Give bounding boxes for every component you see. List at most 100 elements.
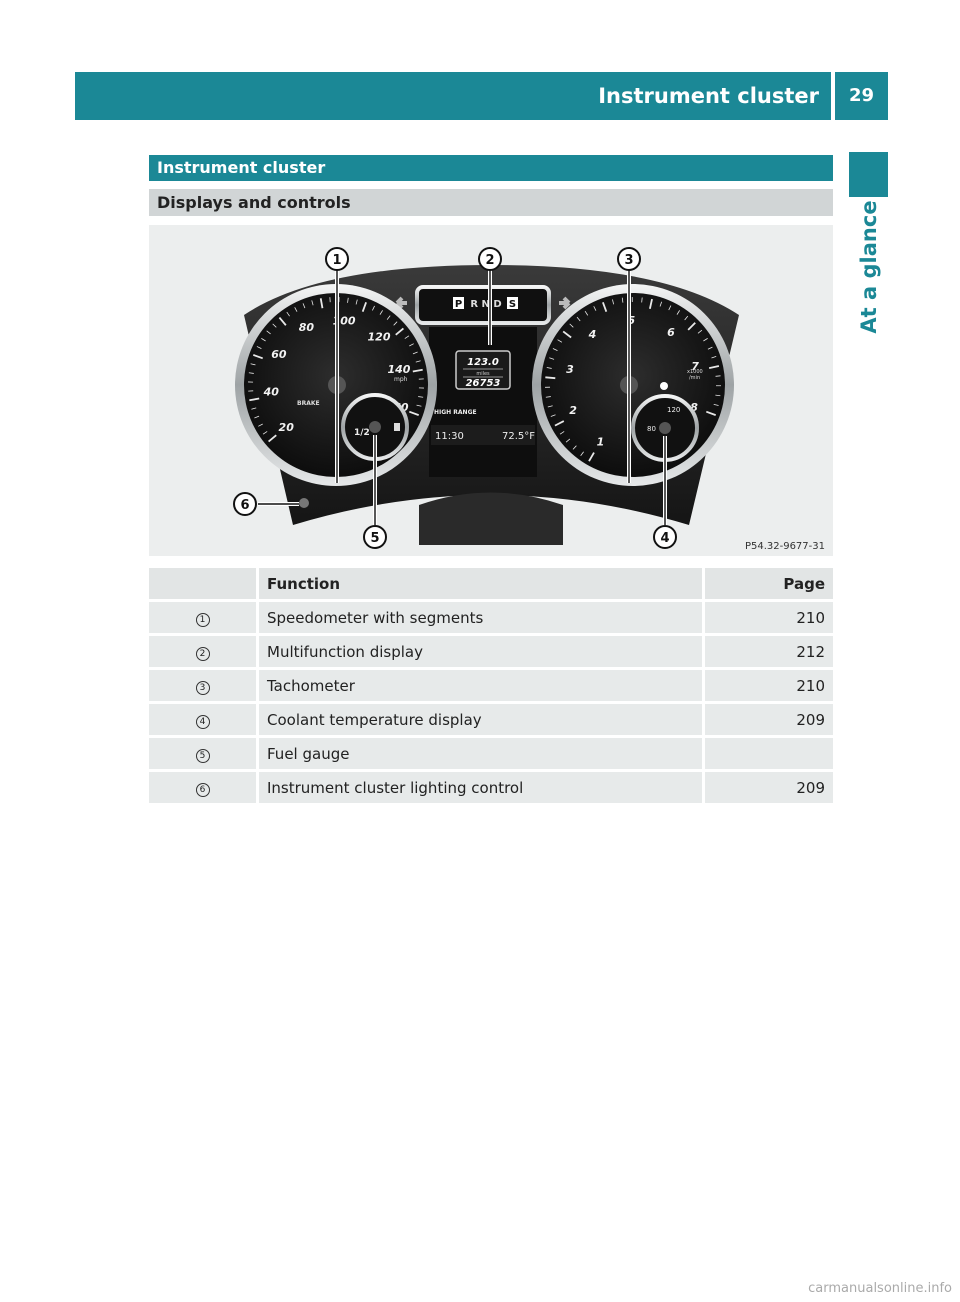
row-number: 4 — [149, 704, 256, 735]
dial-label: 7 — [691, 360, 699, 373]
dial-tick — [687, 322, 696, 331]
dial-tick — [546, 367, 552, 369]
dial-tick — [649, 298, 653, 310]
dial-tick — [547, 405, 553, 408]
display-temperature: 72.5°F — [502, 431, 535, 442]
dial-tick — [361, 301, 367, 313]
dial-tick — [711, 355, 717, 359]
callout-1-label: 1 — [332, 253, 341, 268]
dial-tick — [562, 330, 572, 339]
dial-tick — [347, 297, 349, 303]
subsection-title: Displays and controls — [149, 189, 833, 216]
callout-6-label: 6 — [240, 498, 249, 513]
page-number: 29 — [835, 72, 888, 120]
dial-tick — [404, 335, 410, 339]
dial-tick — [302, 303, 306, 309]
header-banner: Instrument cluster — [75, 72, 831, 120]
dial-label: 120 — [368, 330, 391, 343]
dial-tick — [254, 415, 260, 419]
dial-label: 140 — [388, 363, 411, 376]
figure-reference: P54.32-9677-31 — [744, 541, 825, 552]
dial-tick — [395, 327, 404, 336]
callout-3-label: 3 — [624, 253, 633, 268]
callout-2-label: 2 — [485, 253, 494, 268]
dial-tick — [713, 403, 719, 406]
dial-tick — [256, 346, 262, 349]
dial-tick — [593, 306, 597, 311]
callout-2 — [478, 247, 502, 271]
row-number: 1 — [149, 602, 256, 633]
row-number: 6 — [149, 772, 256, 803]
callout-4-label: 4 — [660, 531, 669, 546]
dial-tick — [565, 438, 571, 443]
row-page: 210 — [705, 670, 833, 701]
dial-tick — [545, 396, 551, 398]
dial-tick — [569, 323, 574, 328]
side-tab-marker — [849, 152, 888, 197]
fuel-pump-icon — [394, 423, 400, 431]
row-page: 209 — [705, 772, 833, 803]
dial-tick — [715, 375, 721, 377]
dial-tick — [572, 445, 577, 450]
row-function: Tachometer — [256, 670, 705, 701]
multifunction-display — [429, 327, 537, 477]
dial-tick — [559, 431, 565, 435]
dial-tick — [286, 311, 290, 317]
dial-tick — [697, 329, 703, 334]
turn-left-icon — [395, 296, 407, 310]
coolant-label-80: 80 — [647, 425, 656, 433]
callout-4 — [653, 525, 677, 549]
dial-tick — [412, 351, 418, 355]
dial-tick — [250, 363, 256, 366]
speed-unit: mph — [394, 376, 408, 383]
dial-tick — [668, 305, 672, 311]
dial-tick — [705, 410, 717, 416]
dial-tick — [262, 431, 268, 435]
dial-label: 1 — [597, 435, 605, 448]
display-time: 11:30 — [435, 431, 464, 442]
lighting-control-knob — [299, 498, 309, 508]
dial-tick — [261, 338, 266, 342]
dial-label: 80 — [299, 321, 315, 334]
display-mode: HIGH RANGE — [434, 409, 477, 416]
gear-indicator-frame — [415, 285, 551, 325]
tach-unit-top: x1000 — [687, 369, 703, 375]
dial-tick — [319, 298, 324, 309]
header-function: Function — [256, 568, 705, 599]
dial-label: 2 — [569, 404, 577, 417]
fuel-label: 1/2 — [354, 428, 370, 438]
dial-tick — [412, 368, 423, 373]
dial-label: 4 — [588, 328, 597, 341]
dial-label: 20 — [279, 421, 295, 434]
row-number: 2 — [149, 636, 256, 667]
dial-tick — [557, 339, 563, 343]
dial-label: 5 — [628, 314, 636, 327]
dial-tick — [554, 420, 565, 427]
header-num — [149, 568, 256, 599]
dial-label: 6 — [667, 326, 675, 339]
dial-tick — [588, 452, 595, 462]
gear-rnd: R N D — [470, 299, 501, 310]
dial-tick — [294, 307, 298, 312]
tach-unit-bottom: /min — [689, 375, 700, 381]
dial-tick — [251, 407, 257, 410]
dial-tick — [703, 338, 708, 342]
display-trip: 123.0 — [467, 357, 499, 368]
dial-tick — [552, 348, 558, 351]
row-number: 3 — [149, 670, 256, 701]
dial-label: 40 — [263, 385, 280, 398]
display-odometer: 26753 — [466, 378, 501, 389]
dial-tick — [708, 365, 720, 369]
row-page — [705, 738, 833, 769]
cluster-illustration: P R N D S 123.0 miles 26753 HIGH RANGE 1… — [233, 247, 739, 549]
dial-tick — [416, 404, 422, 407]
dial-tick — [415, 360, 421, 363]
dial-tick — [684, 315, 689, 321]
dial-tick — [272, 323, 277, 328]
